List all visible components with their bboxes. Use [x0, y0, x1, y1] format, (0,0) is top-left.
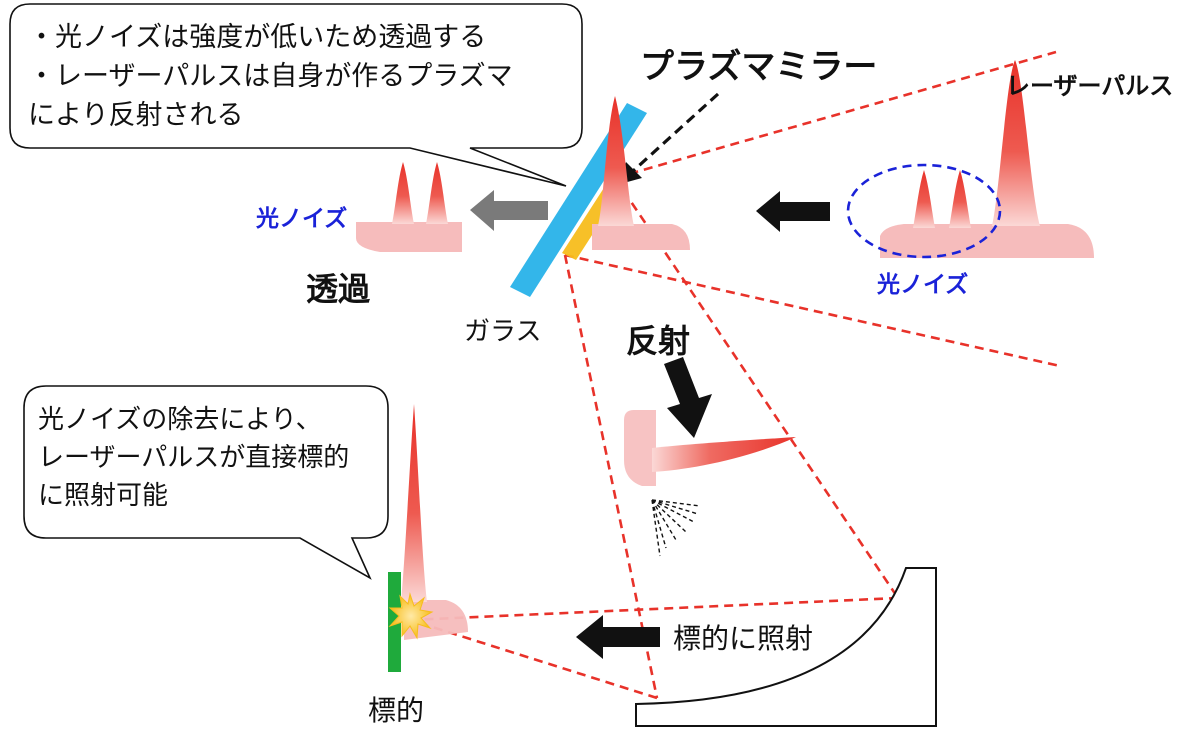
label-laser-pulse: レーザーパルス: [1006, 72, 1173, 100]
incoming-laser-pulse: [846, 60, 1094, 259]
callout-bottom-bubble: [23, 385, 389, 580]
label-transmission: 透過: [306, 270, 371, 308]
callout-top-line3: により反射される: [28, 100, 243, 131]
label-light-noise-right: 光ノイズ: [876, 271, 968, 298]
spark-burst-icon: [388, 592, 434, 640]
beam-focus-upper: [409, 596, 899, 622]
label-target: 標的: [368, 694, 424, 727]
callout-top: ・光ノイズは強度が低いため透過する ・レーザーパルスは自身が作るプラズマ により…: [9, 3, 583, 187]
callout-top-line2: ・レーザーパルスは自身が作るプラズマ: [28, 61, 513, 92]
beam-lower-incoming: [564, 253, 1061, 368]
label-light-noise-left: 光ノイズ: [255, 205, 347, 232]
target-group: [388, 404, 468, 672]
label-glass: ガラス: [464, 317, 541, 347]
reflected-pulse: [624, 410, 796, 557]
callout-top-bubble: [9, 3, 583, 187]
callout-bottom: 光ノイズの除去により、 レーザーパルスが直接標的 に照射可能: [23, 385, 389, 580]
beam-upper-incoming: [614, 50, 1057, 180]
callout-top-line1: ・光ノイズは強度が低いため透過する: [28, 22, 486, 53]
pulse-at-mirror: [592, 96, 690, 250]
label-reflection: 反射: [626, 322, 690, 360]
transmitted-noise: [356, 162, 462, 252]
callout-bottom-line1: 光ノイズの除去により、: [38, 405, 322, 435]
arrow-to-target-icon: [576, 615, 660, 659]
beam-reflect-left: [563, 254, 659, 699]
callout-bottom-line3: に照射可能: [38, 481, 168, 511]
noise-dashed-ellipse: [846, 163, 1002, 259]
arrow-incoming-icon: [756, 191, 830, 232]
callout-bottom-line2: レーザーパルスが直接標的: [38, 443, 349, 473]
label-irradiate-target: 標的に照射: [673, 622, 813, 655]
arrow-reflect-down-icon: [664, 357, 712, 438]
beam-lines: [409, 50, 1061, 700]
beam-reflect-right: [613, 177, 900, 599]
arrow-transmitted-icon: [470, 190, 548, 231]
label-plasma-mirror: プラズマミラー: [640, 47, 877, 87]
parabolic-mirror: [635, 567, 937, 727]
